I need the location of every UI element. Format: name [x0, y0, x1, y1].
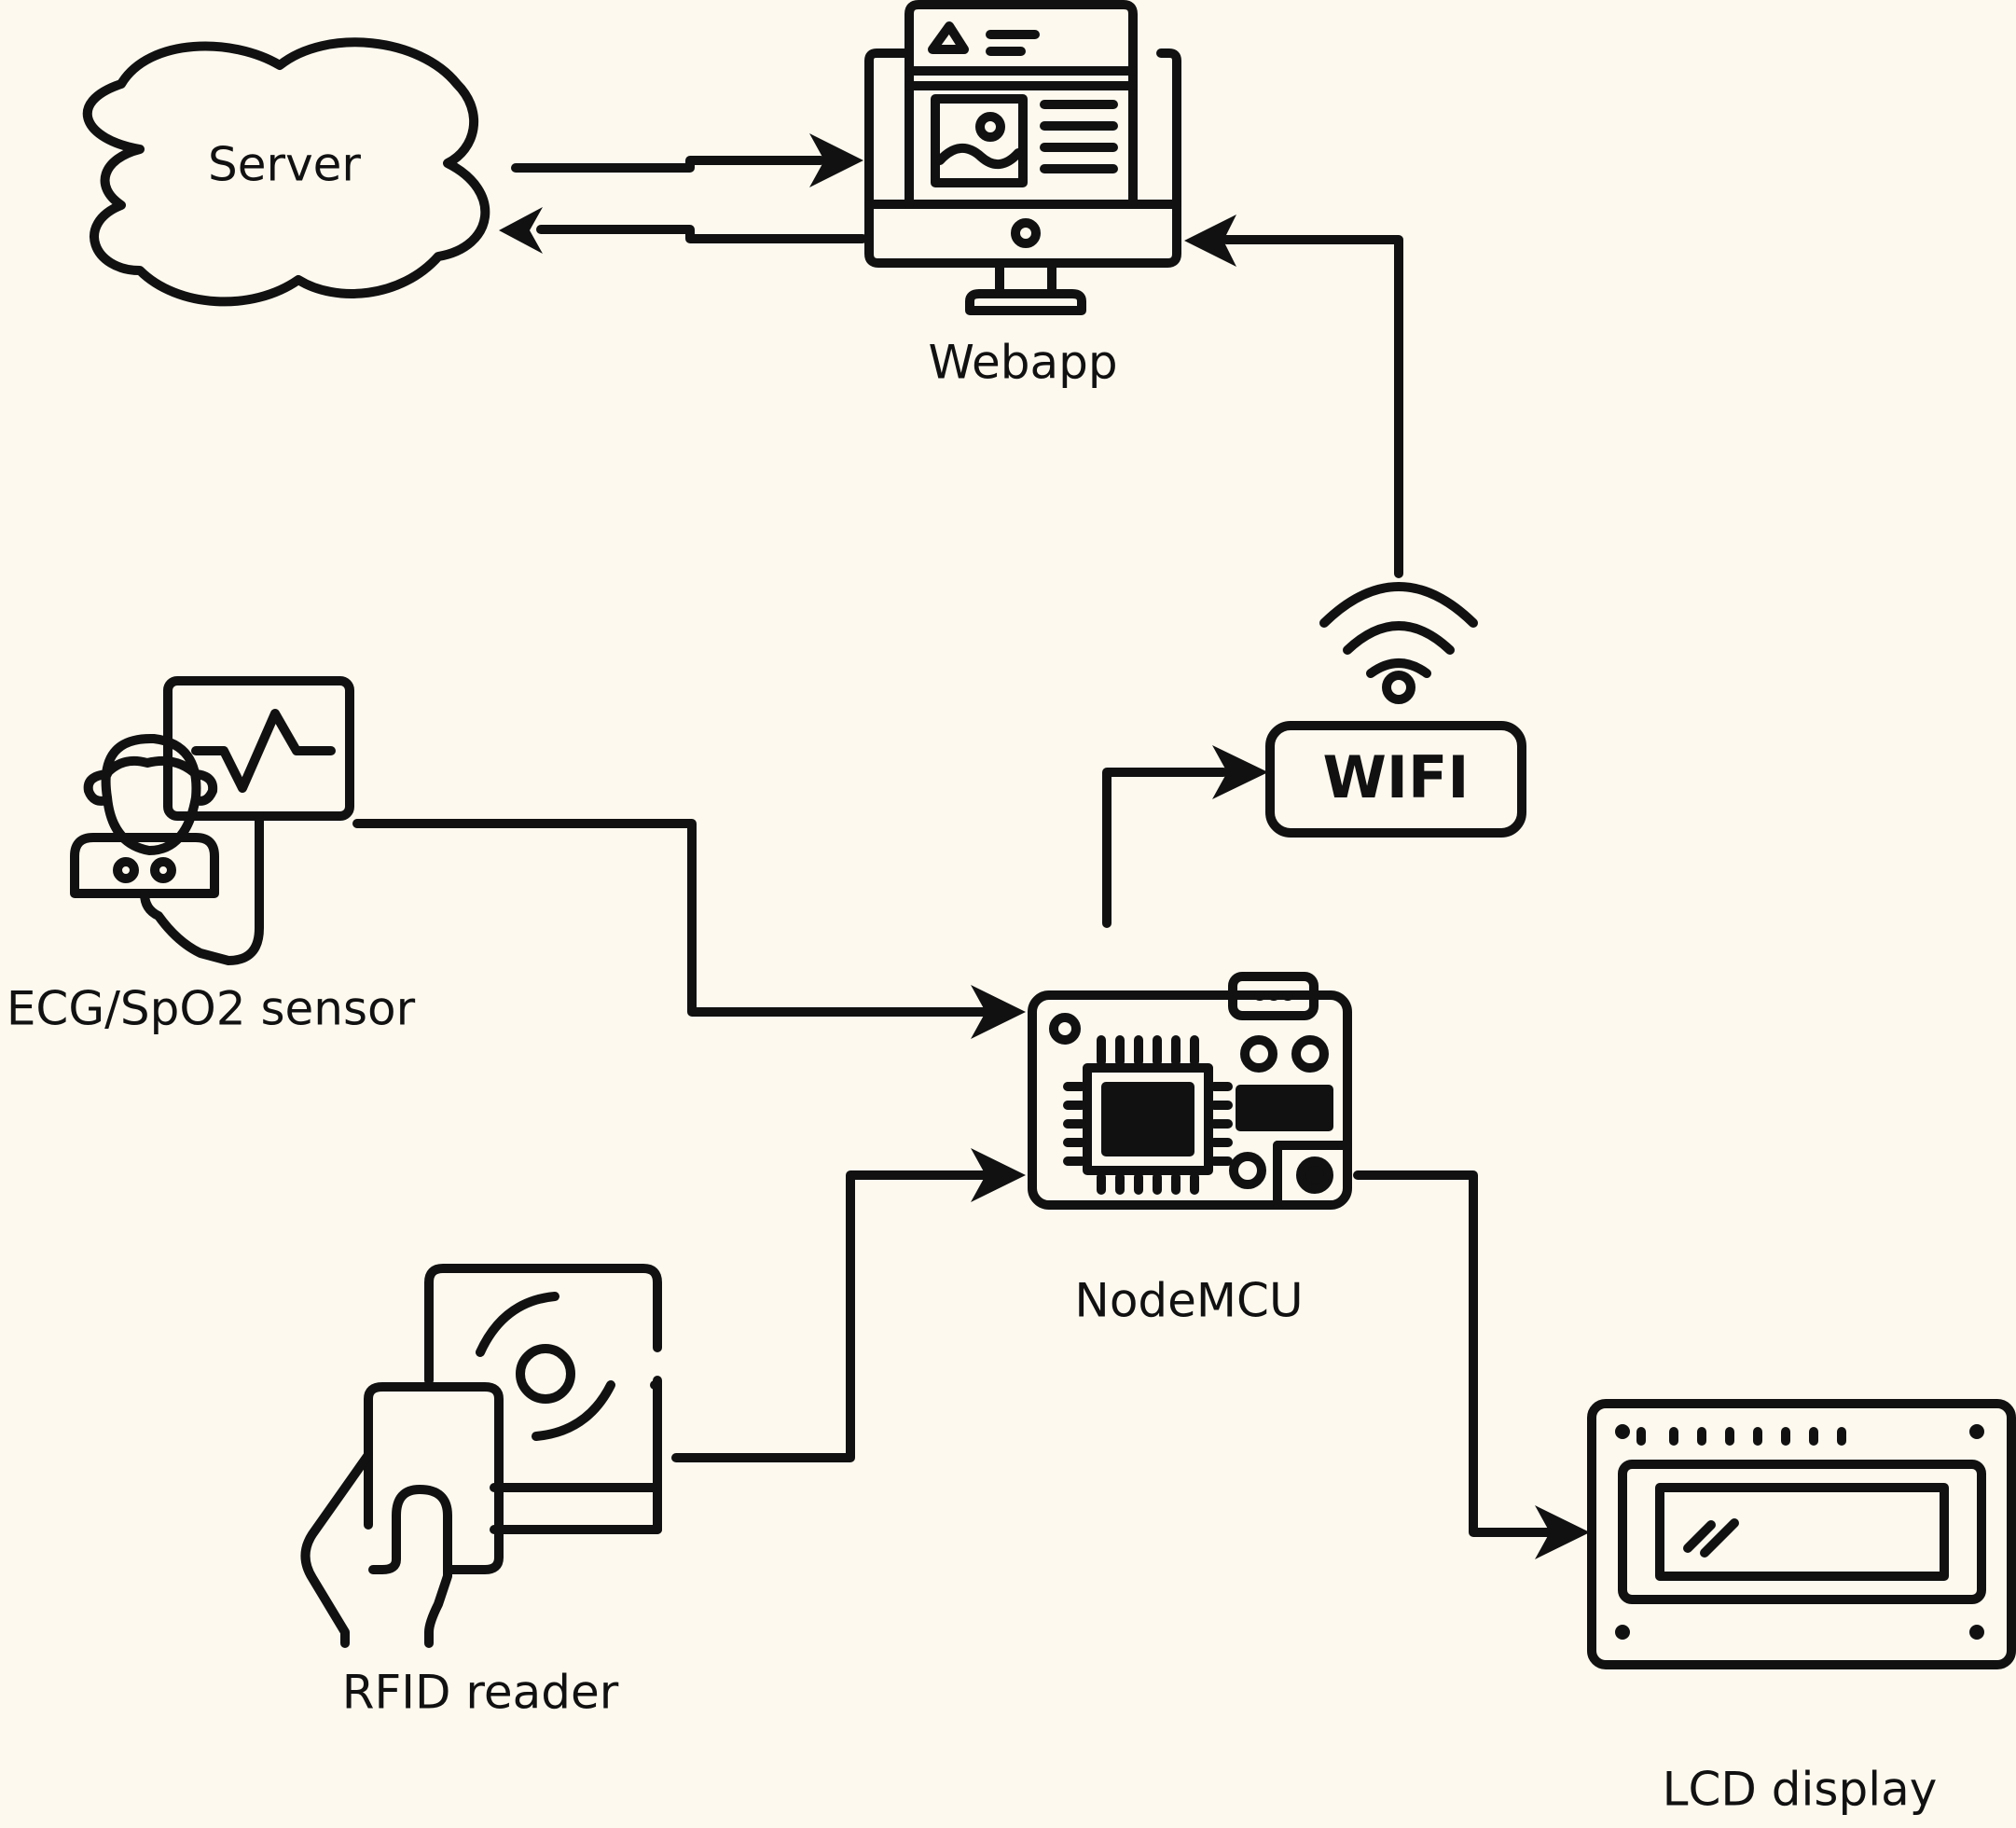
edge-ecg-to-nodemcu: [352, 819, 1026, 1039]
edge-webapp-to-server: [499, 207, 867, 254]
rfid-card-reader-icon: [300, 1264, 662, 1648]
monitor-webpage-icon: [864, 0, 1181, 315]
patient-monitor-icon: [70, 676, 354, 965]
edge-nodemcu-to-lcd: [1353, 1170, 1590, 1559]
edge-nodemcu-to-wifi: [1102, 745, 1268, 928]
ecg-sensor-label: ECG/SpO2 sensor: [7, 982, 416, 1036]
cloud-icon: [82, 37, 490, 307]
rfid-reader-label: RFID reader: [342, 1666, 619, 1720]
wifi-label: WIFI: [1323, 743, 1470, 811]
lcd-panel-icon: [1587, 1399, 2016, 1669]
circuit-board-icon: [1028, 972, 1352, 1210]
webapp-label: Webapp: [928, 336, 1117, 390]
edge-server-to-webapp: [511, 133, 863, 187]
wifi-icon: [1265, 582, 1526, 838]
lcd-display-label: LCD display: [1663, 1763, 1938, 1817]
edge-wifi-to-webapp: [1184, 215, 1403, 578]
server-label: Server: [208, 138, 361, 192]
edge-rfid-to-nodemcu: [671, 1148, 1026, 1462]
nodemcu-label: NodeMCU: [1074, 1274, 1303, 1328]
